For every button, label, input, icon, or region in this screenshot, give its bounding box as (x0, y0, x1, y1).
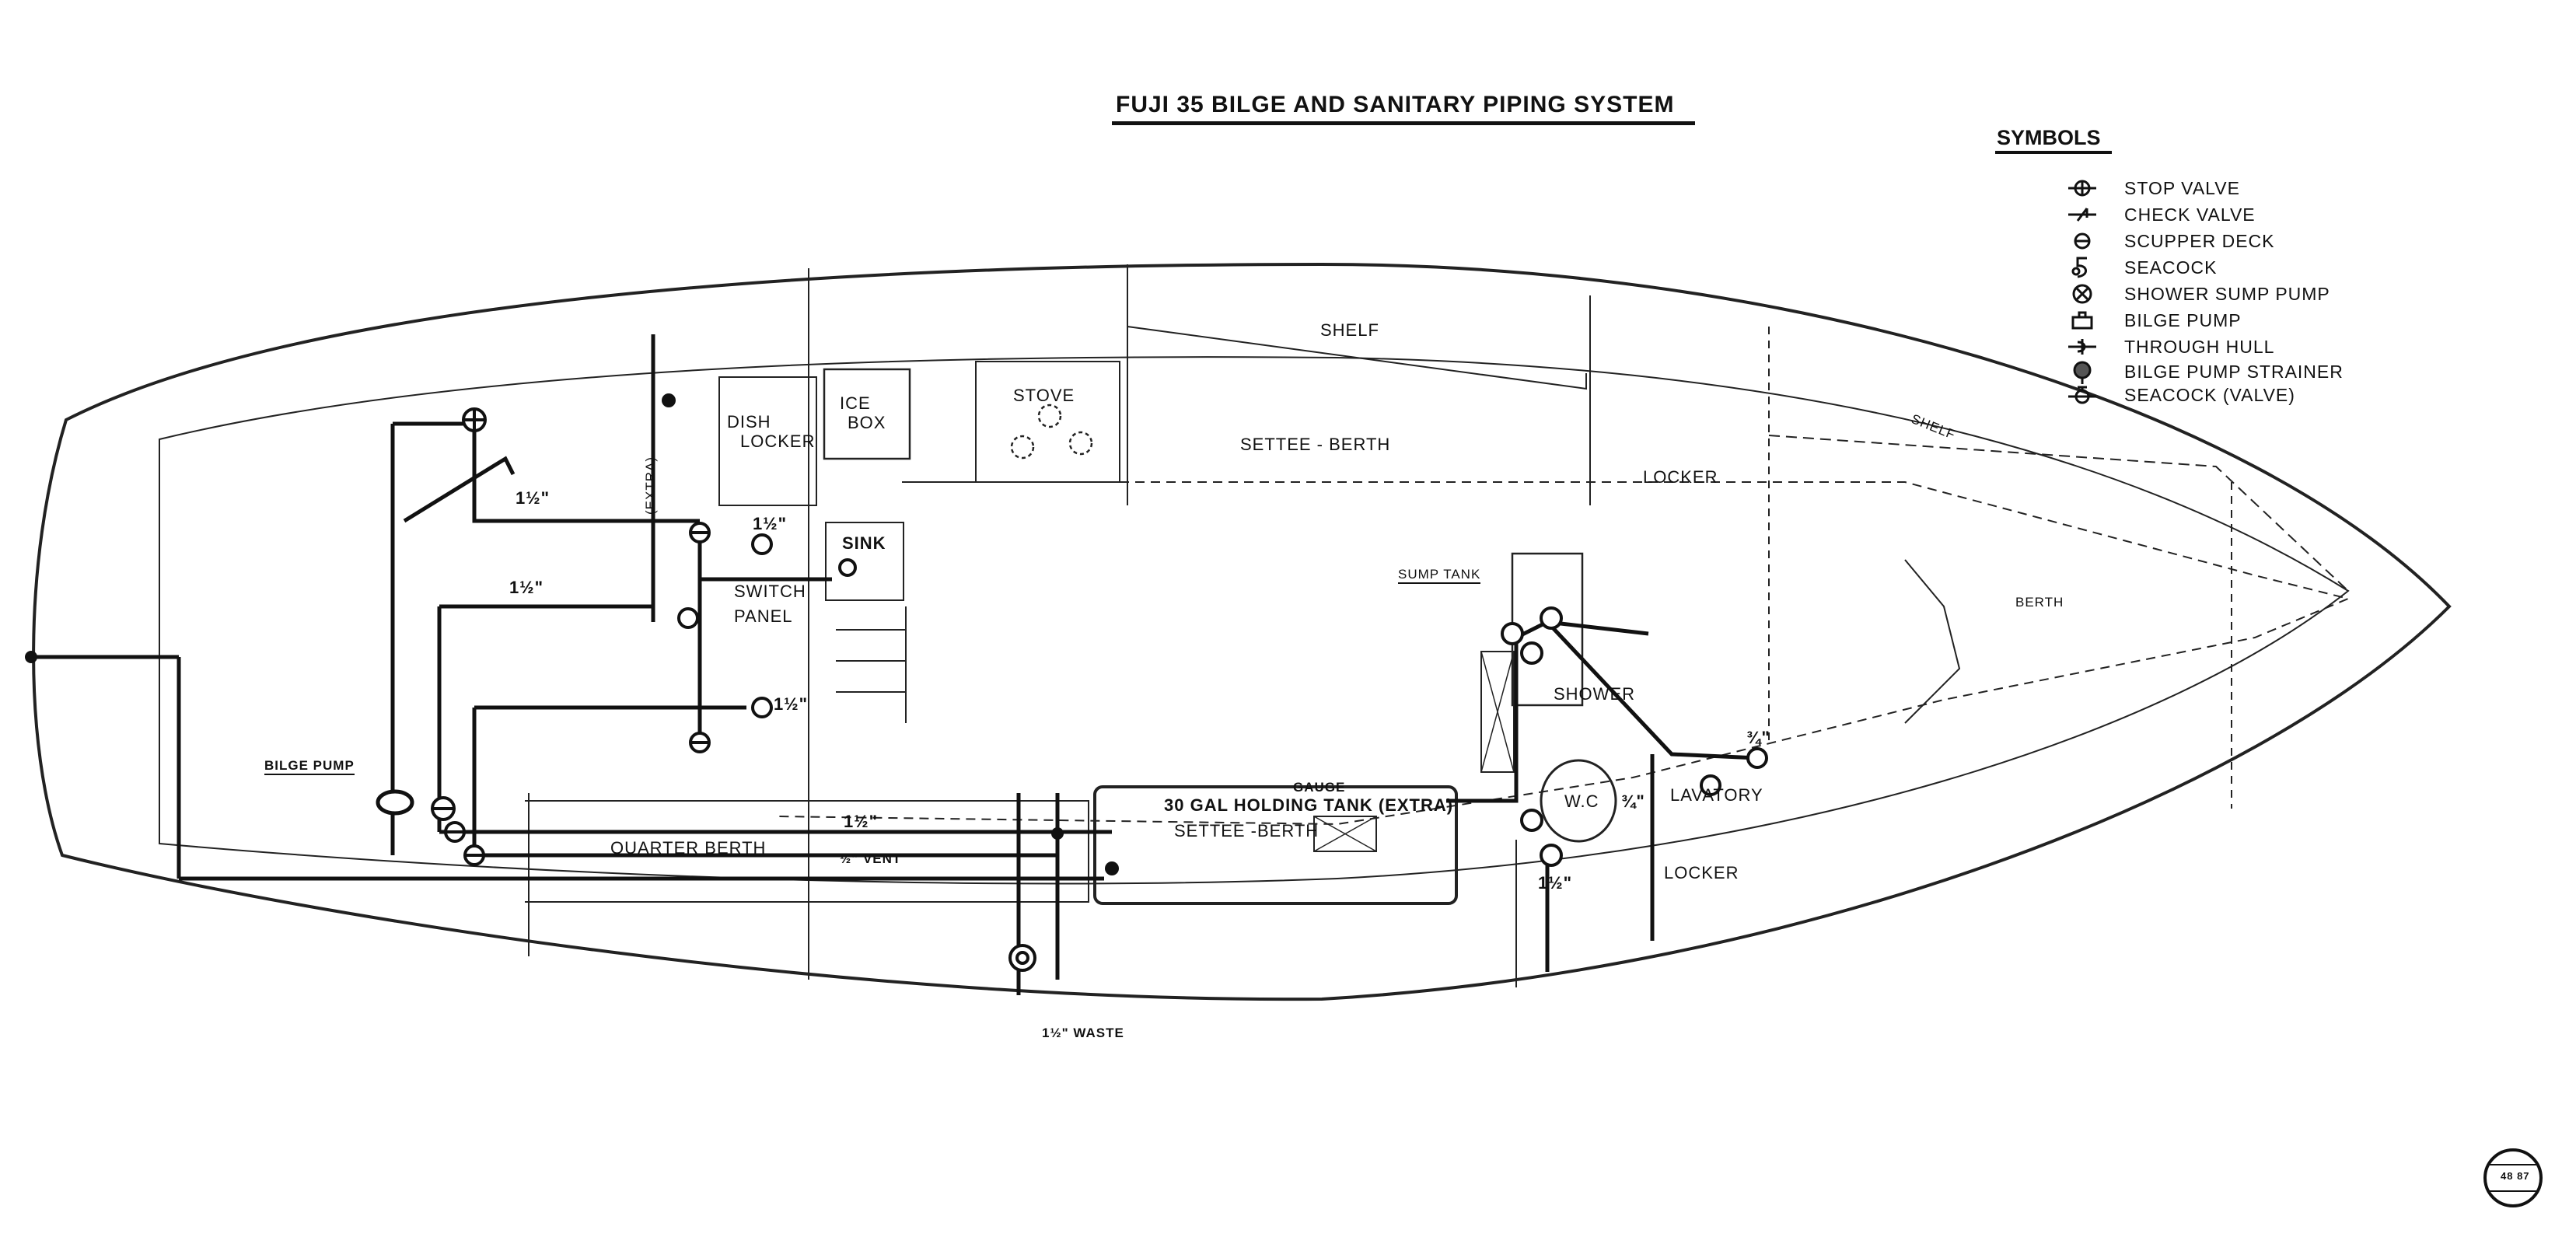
seacock-icon (2071, 257, 2087, 278)
symbol-label: BILGE PUMP STRAINER (2124, 361, 2344, 382)
wc-label: W.C (1564, 791, 1599, 811)
seacock-valve-icon (2068, 386, 2096, 404)
dish-locker-label-2: LOCKER (740, 432, 816, 451)
symbol-row-bilge-pump-strainer: BILGE PUMP STRAINER (2068, 359, 2344, 384)
shower-sump-pump-icon (2072, 284, 2092, 304)
holding-tank-label: 30 GAL HOLDING TANK (EXTRA) (1164, 795, 1454, 815)
locker-aft-label: LOCKER (1664, 863, 1739, 882)
vent-label: ½" VENT (840, 851, 902, 866)
berth-label: BERTH (2015, 595, 2064, 610)
pipe-size-label: 1½" (753, 514, 788, 533)
pipe-size-label: ¾" (1746, 728, 1770, 747)
locker-fwd-label: LOCKER (1643, 467, 1718, 487)
bilge-pump-icon (2071, 311, 2093, 330)
settee-berth-lower-label: SETTEE -BERTH (1174, 821, 1319, 840)
symbol-label: THROUGH HULL (2124, 336, 2275, 357)
dish-locker-label-1: DISH (727, 412, 771, 432)
pipe-size-label: 1½" (1538, 873, 1573, 893)
symbol-row-scupper-deck: SCUPPER DECK (2068, 229, 2274, 253)
deck-line (159, 356, 2350, 885)
symbol-label: SHOWER SUMP PUMP (2124, 283, 2330, 304)
pipe-size-label: 1½" (516, 488, 551, 508)
holding-tank-shape (1093, 785, 1458, 905)
title-underline (1112, 121, 1695, 125)
ice-box-label-1: ICE (840, 393, 871, 413)
symbol-label: SEACOCK (2124, 257, 2218, 278)
symbol-row-stop-valve: STOP VALVE (2068, 176, 2240, 201)
symbol-label: CHECK VALVE (2124, 204, 2256, 225)
lavatory-label: LAVATORY (1670, 785, 1763, 805)
symbol-row-check-valve: CHECK VALVE (2068, 202, 2256, 227)
ice-box-label-2: BOX (848, 413, 886, 432)
stove-label: STOVE (1013, 386, 1075, 405)
symbol-label: STOP VALVE (2124, 177, 2240, 198)
symbol-label: SCUPPER DECK (2124, 230, 2275, 251)
sump-tank-label: SUMP TANK (1398, 568, 1481, 584)
shower-label: SHOWER (1554, 684, 1635, 704)
check-valve-icon (2068, 208, 2096, 222)
pipe-size-label: 1½" (844, 812, 879, 831)
switch-panel-label-2: PANEL (734, 606, 793, 626)
bilge-pump-strainer-icon (2073, 361, 2092, 384)
symbol-row-through-hull: THROUGH HULL (2068, 334, 2274, 359)
pipe-size-label: 1½" (774, 694, 809, 714)
symbols-heading: SYMBOLS (1997, 126, 2101, 149)
switch-panel-label-1: SWITCH (734, 582, 806, 601)
stop-valve-icon (2068, 180, 2096, 197)
symbol-row-seacock: SEACOCK (2068, 255, 2217, 280)
pipe-size-label: 1½" (509, 578, 544, 597)
symbol-label: BILGE PUMP (2124, 309, 2242, 330)
stamp-number: 48 87 (2501, 1170, 2530, 1182)
drawing-stamp (2483, 1148, 2543, 1207)
symbol-row-shower-sump-pump: SHOWER SUMP PUMP (2068, 281, 2330, 306)
pipe-size-label: ¾" (1621, 791, 1645, 811)
settee-berth-label: SETTEE - BERTH (1240, 435, 1391, 454)
sink-label: SINK (842, 533, 886, 553)
symbol-row-bilge-pump: BILGE PUMP (2068, 308, 2242, 333)
waste-label: 1½" WASTE (1042, 1026, 1124, 1040)
quarter-berth-label: QUARTER BERTH (610, 838, 767, 858)
shelf-label: SHELF (1320, 320, 1379, 340)
scupper-deck-icon (2074, 232, 2091, 250)
symbols-underline (1995, 151, 2112, 154)
through-hull-icon (2068, 339, 2096, 355)
hull-outline (32, 262, 2452, 1001)
gauge-label: GAUGE (1293, 780, 1346, 795)
bilge-pump-label: BILGE PUMP (264, 759, 355, 775)
sole-line (777, 481, 2351, 826)
symbol-row-seacock-valve: SEACOCK (VALVE) (2068, 383, 2295, 407)
diagram-title: FUJI 35 BILGE AND SANITARY PIPING SYSTEM (1116, 92, 1675, 117)
symbol-label: SEACOCK (VALVE) (2124, 384, 2295, 405)
extra-label: (EXTRA) (643, 456, 658, 515)
